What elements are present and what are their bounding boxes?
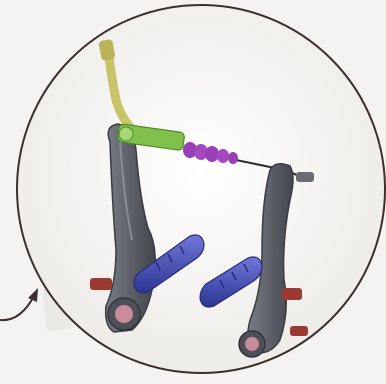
detail-circle xyxy=(17,5,385,373)
pointer-arrow xyxy=(0,288,38,320)
